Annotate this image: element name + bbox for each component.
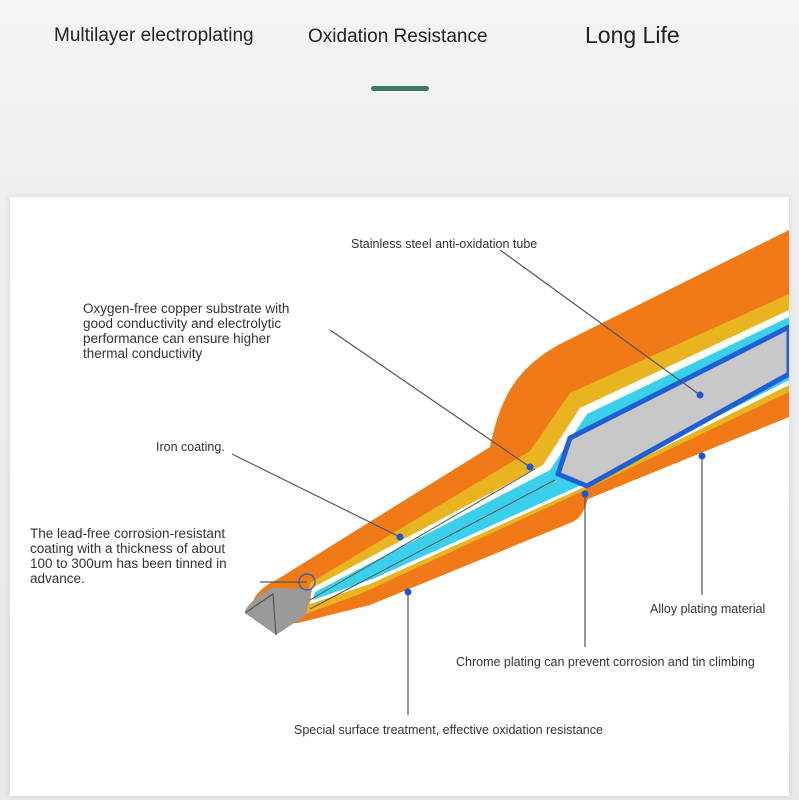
dot-special: [404, 588, 412, 596]
label-copper-line-4: thermal conductivity: [83, 346, 203, 361]
dot-copper: [526, 463, 534, 471]
label-leadfree-line-1: The lead-free corrosion-resistant: [30, 526, 226, 541]
label-copper-line-1: Oxygen-free copper substrate with: [83, 301, 290, 316]
label-lead-free-coating: The lead-free corrosion-resistant coatin…: [30, 526, 227, 586]
tab-long-life[interactable]: Long Life: [585, 22, 680, 48]
tab-oxidation-resistance[interactable]: Oxidation Resistance: [308, 26, 488, 47]
active-tab-indicator: [371, 86, 429, 91]
label-stainless-tube: Stainless steel anti-oxidation tube: [351, 237, 538, 251]
dot-iron: [396, 533, 404, 541]
soldering-tip-diagram: [231, 230, 789, 715]
label-leadfree-line-3: 100 to 300um has been tinned in: [30, 556, 227, 571]
copper-line-2: [309, 479, 556, 610]
copper-line-1: [307, 468, 536, 602]
leader-iron: [231, 453, 401, 538]
outer-layer: [252, 230, 789, 624]
leader-lines: [231, 249, 703, 715]
label-leadfree-line-4: advance.: [30, 571, 85, 586]
tip-face: [244, 592, 277, 636]
leader-copper: [329, 329, 531, 468]
label-chrome-plating: Chrome plating can prevent corrosion and…: [456, 655, 755, 669]
dot-stainless: [696, 391, 704, 399]
leader-stainless: [499, 249, 701, 396]
stainless-tube: [555, 324, 789, 489]
dot-alloy: [698, 452, 706, 460]
label-copper-line-2: good conductivity and electrolytic: [83, 316, 282, 331]
label-special-treatment: Special surface treatment, effective oxi…: [294, 723, 603, 737]
label-alloy-plating: Alloy plating material: [650, 602, 766, 616]
diagram-panel: Stainless steel anti-oxidation tube Oxyg…: [10, 197, 789, 796]
label-leadfree-line-2: coating with a thickness of about: [30, 541, 226, 556]
marker-dots: [396, 391, 706, 596]
label-copper-line-3: performance can ensure higher: [83, 331, 271, 346]
label-iron-coating: Iron coating.: [156, 440, 225, 454]
label-copper-substrate: Oxygen-free copper substrate with good c…: [83, 301, 289, 361]
dot-chrome: [581, 490, 589, 498]
tab-multilayer-electroplating[interactable]: Multilayer electroplating: [54, 25, 254, 46]
grey-tip: [244, 588, 312, 635]
